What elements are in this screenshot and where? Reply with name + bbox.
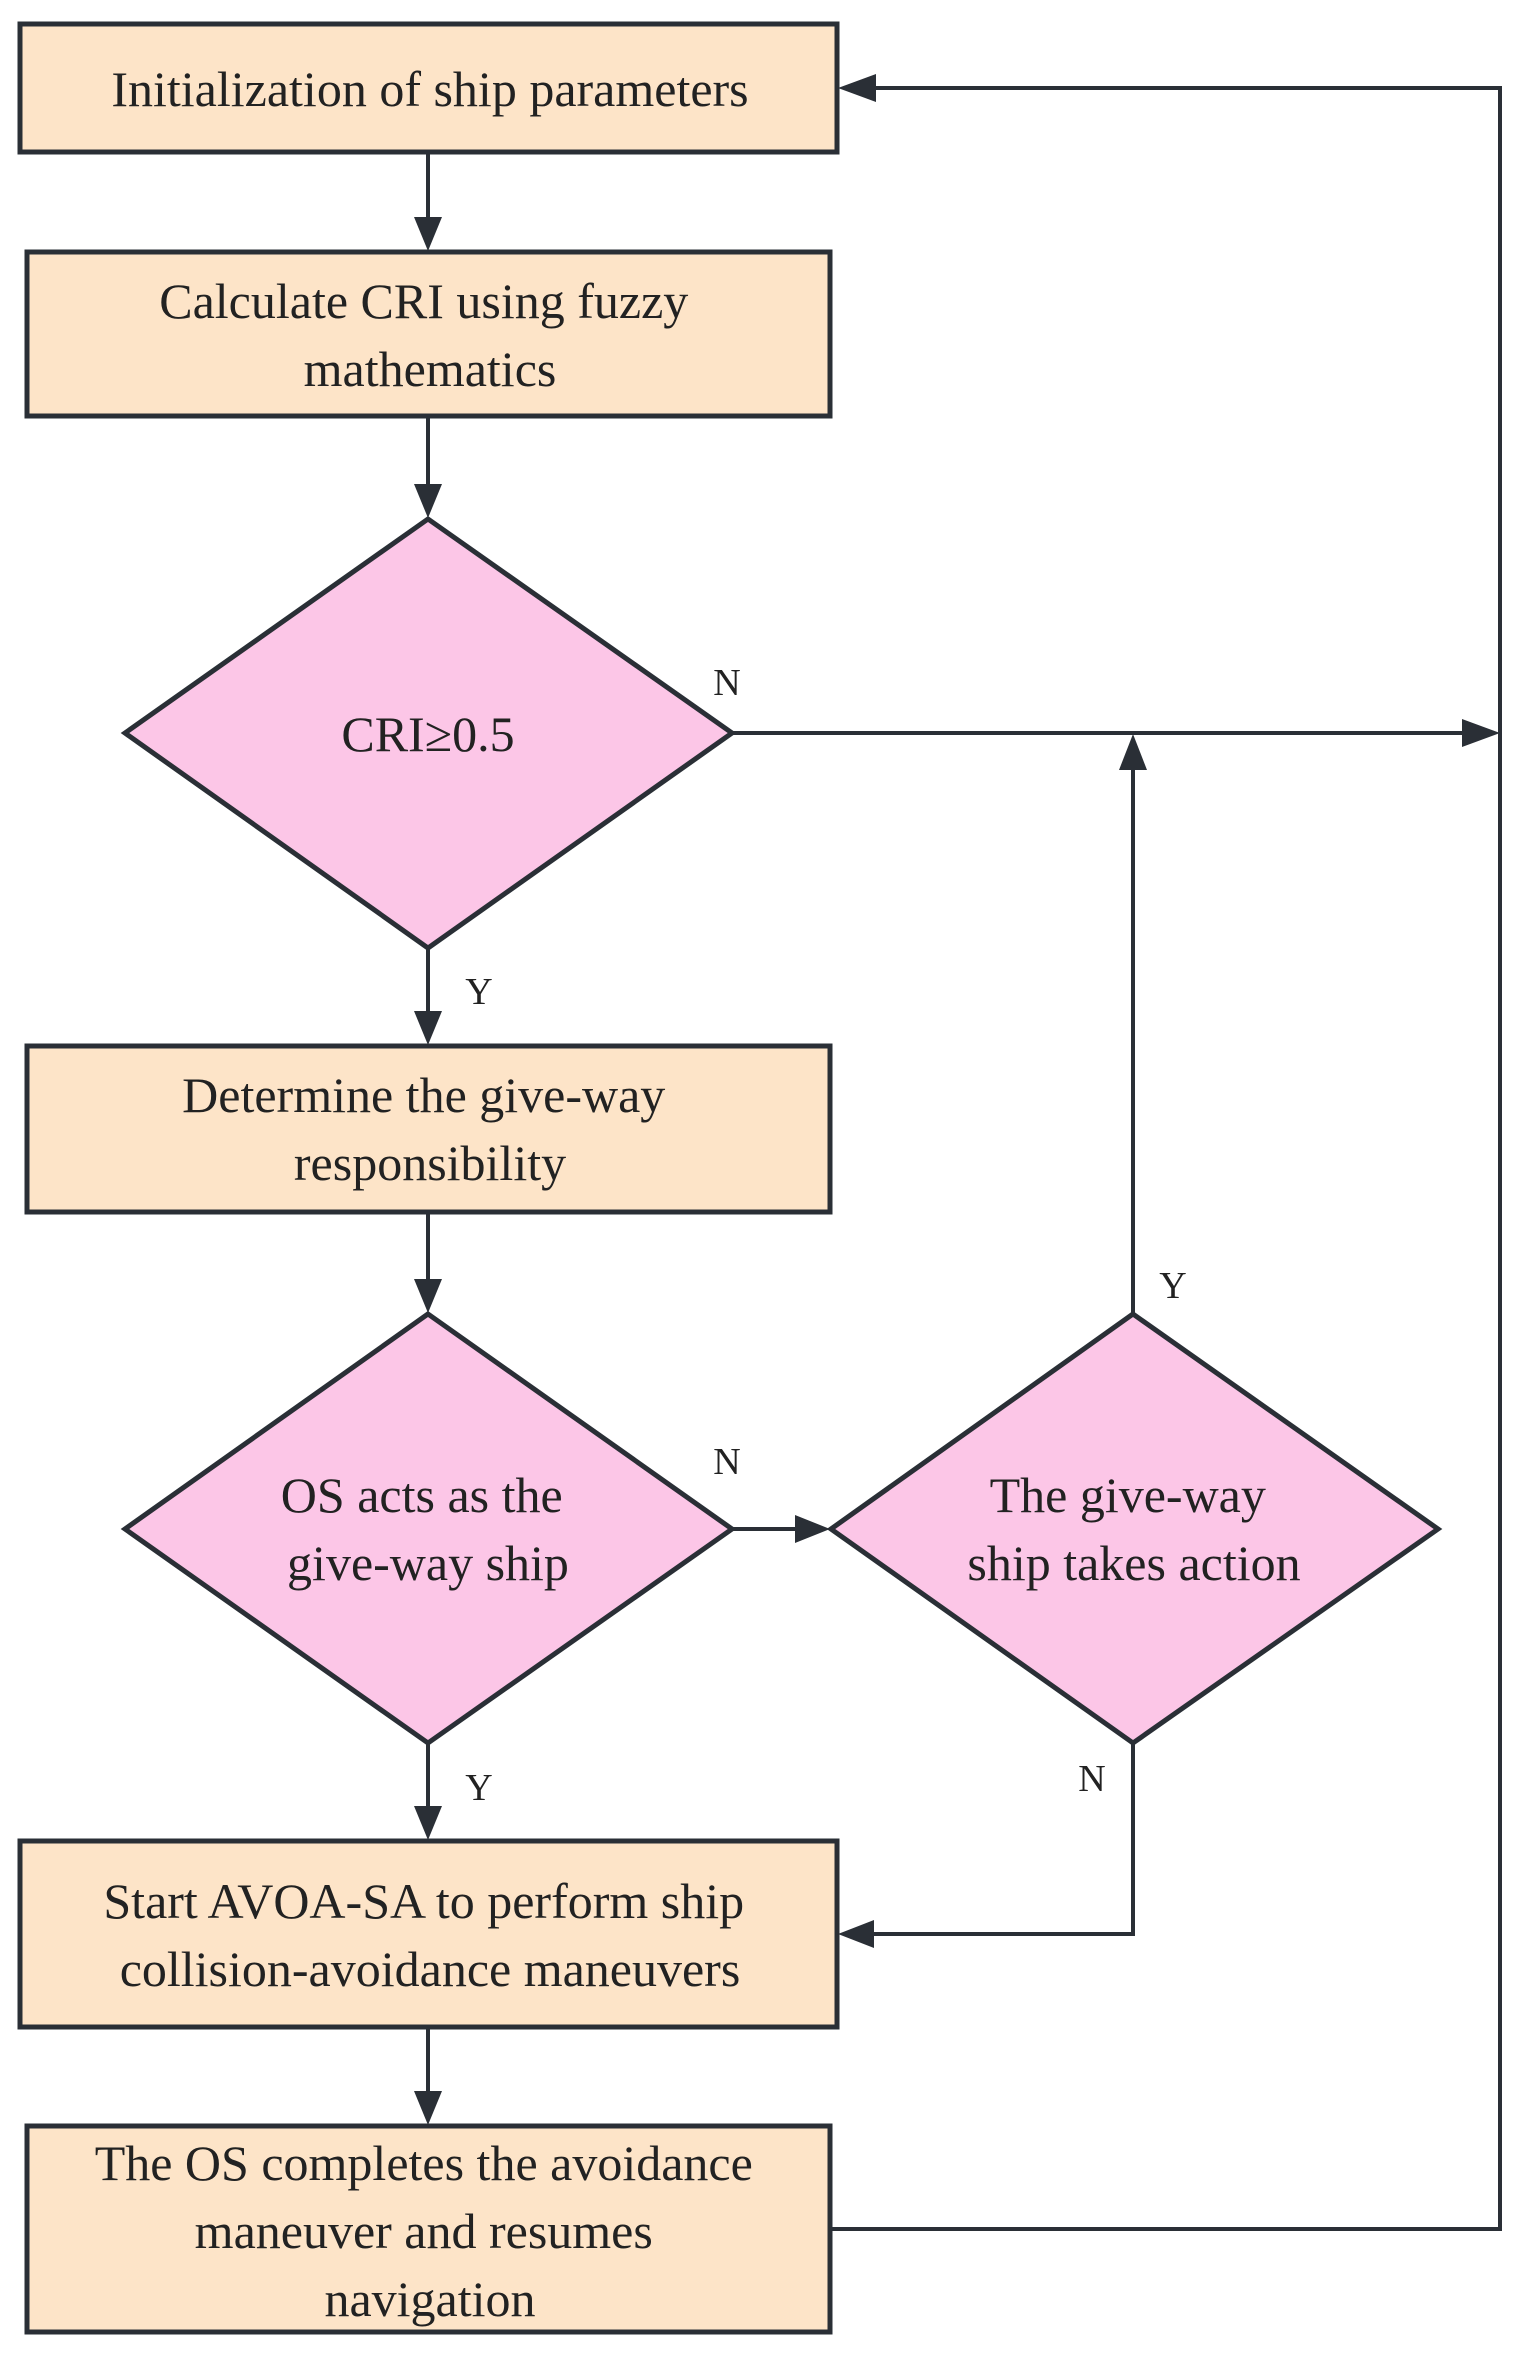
node-cri-calc-label: Calculate CRI using fuzzy mathematics (159, 273, 701, 397)
node-os-give-way-diamond (120, 1310, 737, 1747)
branch-label-cri-yes: Y (465, 971, 492, 1013)
node-gw-action-diamond (826, 1310, 1443, 1747)
node-os-give-way-label: OS acts as the give-way ship (281, 1467, 575, 1591)
edge-loop-back-to-init-arrowhead (838, 74, 876, 102)
branch-label-os-no: N (713, 1441, 740, 1483)
edge-os-yes-arrowhead (414, 1806, 442, 1840)
edge-cri-yes-arrowhead (414, 1011, 442, 1045)
edge-os-no-arrowhead (795, 1515, 830, 1543)
edge-loop-back-to-init (830, 86, 1502, 2231)
node-gw-action-label: The give-way ship takes action (967, 1467, 1300, 1591)
edge-init-to-cri-calc-arrowhead (414, 217, 442, 251)
edge-gw-no (870, 1743, 1135, 1936)
branch-label-gw-no: N (1078, 1758, 1105, 1800)
edge-resp-to-os-check-arrowhead (414, 1279, 442, 1313)
edge-cri-no-arrowhead (1462, 719, 1500, 747)
node-cri-check-label: CRI≥0.5 (341, 706, 514, 762)
node-avoa-sa-box (17, 1838, 840, 2030)
node-give-way-resp-label: Determine the give-way responsibility (182, 1067, 678, 1191)
branch-label-gw-yes: Y (1159, 1265, 1186, 1307)
edge-cri-calc-to-cri-check-arrowhead (414, 484, 442, 518)
branch-label-cri-no: N (713, 662, 740, 704)
node-give-way-resp-box (24, 1043, 833, 1215)
node-complete-box (24, 2123, 833, 2335)
edge-gw-no-arrowhead (838, 1920, 874, 1948)
edge-avoa-to-complete-arrowhead (414, 2091, 442, 2125)
node-avoa-sa-label: Start AVOA-SA to perform ship collision-… (103, 1873, 756, 1997)
node-cri-calc-box (24, 249, 833, 419)
node-init-label: Initialization of ship parameters (111, 61, 748, 117)
edge-gw-yes-arrowhead (1119, 734, 1147, 770)
node-init-box (17, 21, 840, 155)
branch-label-os-yes: Y (465, 1767, 492, 1809)
node-complete-label: The OS completes the avoidance maneuver … (95, 2135, 766, 2327)
